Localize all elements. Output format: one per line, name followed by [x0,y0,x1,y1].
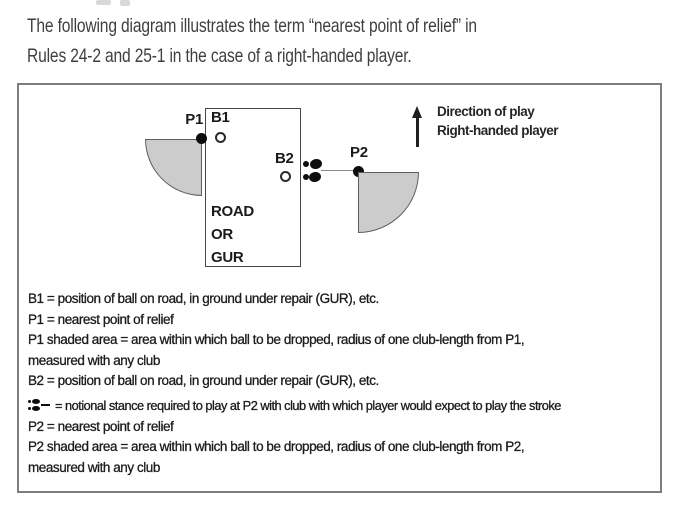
cropped-text-remnant [120,0,130,6]
legend-line-p2-shaded: P2 shaded area = area within which ball … [28,439,525,455]
road-label-line: OR [211,226,233,243]
up-arrow-icon [412,106,422,118]
p1-point-marker [196,133,207,144]
direction-of-play-caption: Direction of play Right-handed player [437,102,559,140]
b2-ball-marker [280,171,291,182]
legend-line-p1-shaded: P1 shaded area = area within which ball … [28,332,525,348]
p2-label: P2 [350,144,368,161]
legend-line-stance: = notional stance required to play at P2… [28,396,662,417]
diagram-box [17,83,662,493]
legend-line-p1-shaded-cont: measured with any club [28,352,161,368]
b2-label: B2 [275,150,294,167]
legend-line-b2: B2 = position of ball on road, in ground… [28,373,380,389]
footprint-heel-icon [303,174,309,180]
intro-paragraph: The following diagram illustrates the te… [27,11,603,71]
p1-label: P1 [185,111,203,128]
stance-to-p2-line [321,170,354,171]
stance-footprints-legend-icon [28,398,52,412]
footprint-heel-icon [303,161,309,167]
legend-line-p2-shaded-cont: measured with any club [28,459,161,475]
legend: B1 = position of ball on road, in ground… [28,289,662,478]
intro-line-2: Rules 24-2 and 25-1 in the case of a rig… [27,45,412,67]
legend-line-b1: B1 = position of ball on road, in ground… [28,291,380,306]
up-arrow-shaft [416,117,419,147]
legend-line-p2: P2 = nearest point of relief [28,418,174,434]
intro-line-1: The following diagram illustrates the te… [27,15,477,37]
legend-line-p1: P1 = nearest point of relief [28,311,174,327]
cropped-text-remnant [96,0,111,5]
legend-stance-text: = notional stance required to play at P2… [55,397,562,413]
road-label-line: GUR [211,249,244,266]
direction-caption-line: Direction of play [437,104,535,119]
p2-point-marker [353,166,364,177]
b1-ball-marker [215,132,226,143]
direction-caption-line: Right-handed player [437,123,559,138]
road-label-line: ROAD [211,203,254,220]
b1-label: B1 [211,109,230,126]
road-gur-label: ROAD OR GUR [211,200,254,269]
